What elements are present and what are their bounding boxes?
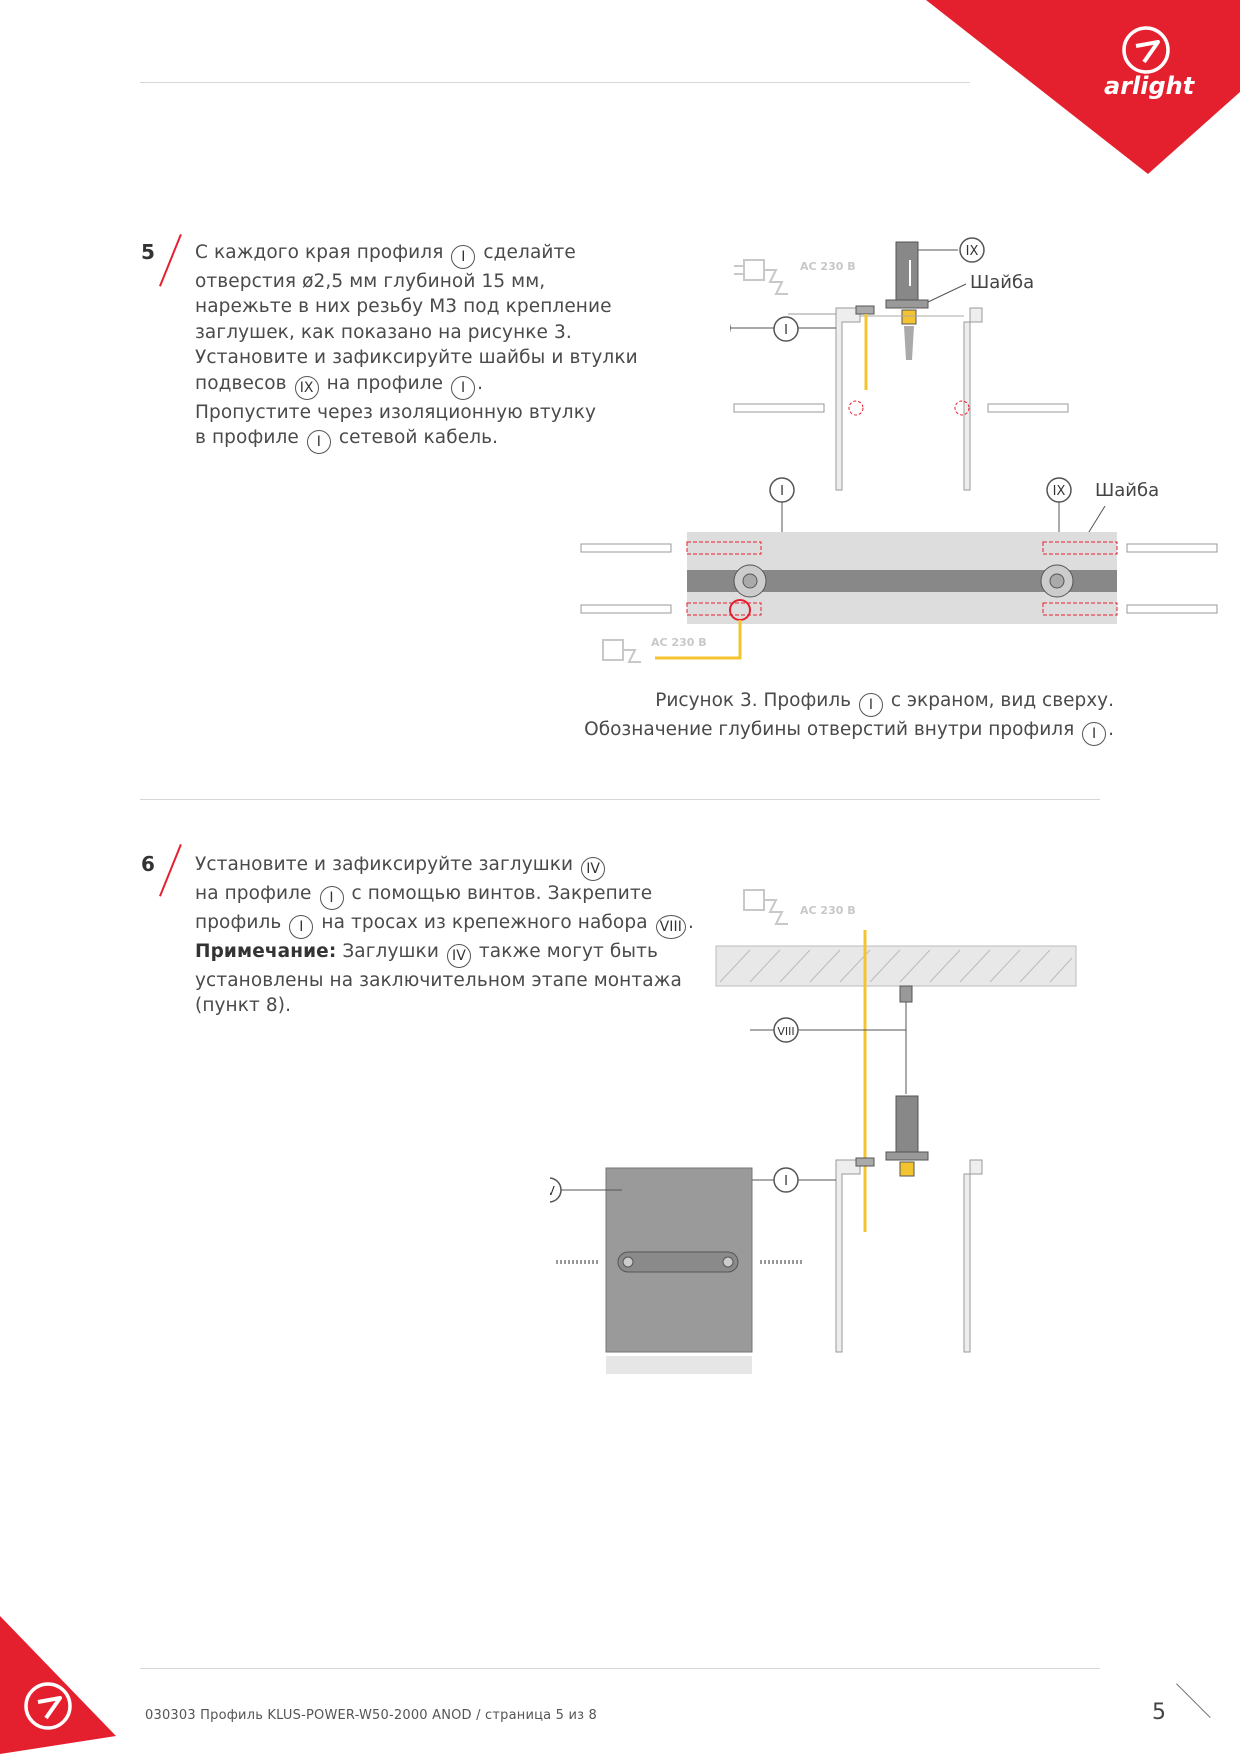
label-viii: VIII: [777, 1025, 794, 1038]
plug-icon: [602, 639, 641, 663]
plug-icon: [734, 259, 788, 295]
logo-icon: [1122, 26, 1170, 74]
text-line: нарежьте в них резьбу М3 под крепление: [195, 296, 612, 318]
fig-profile-side: AC 230 B IX Шайба: [730, 237, 1069, 491]
footer-text: 030303 Профиль KLUS-POWER-W50-2000 ANOD …: [145, 1708, 598, 1723]
step-slash: [159, 234, 182, 287]
text-line: заглушек, как показано на рисунке 3.: [195, 321, 572, 343]
page-slash: [1176, 1683, 1211, 1718]
text-line: С каждого края профиля I сделайте: [195, 240, 638, 269]
text-line: подвесов IX на профиле I.: [195, 371, 638, 400]
fig-profile-top: I IX Шайба AC 230 B: [580, 477, 1218, 663]
text-line: в профиле I сетевой кабель.: [195, 425, 638, 455]
ac-label: AC 230 B: [800, 904, 856, 917]
ac-label: AC 230 B: [651, 636, 707, 649]
section-rule: [140, 799, 1100, 800]
text-line: Пропустите через изоляционную втулку: [195, 401, 597, 423]
page-number: 5: [1152, 1700, 1166, 1725]
label-ix: IX: [966, 244, 979, 259]
fig-suspension: AC 230 B VIII I IV: [550, 889, 1077, 1374]
figure-caption: Рисунок 3. Профиль I с экраном, вид свер…: [584, 688, 1114, 746]
label-i: I: [780, 484, 784, 499]
bottom-rule: [140, 1668, 1100, 1669]
ac-label: AC 230 B: [800, 260, 856, 273]
logo-icon: [24, 1682, 72, 1730]
label-i: I: [784, 1174, 788, 1189]
step-number: 6: [141, 852, 155, 876]
step6-text: Установите и зафиксируйте заглушки IV на…: [195, 854, 694, 1017]
text-line: отверстия ø2,5 мм глубиной 15 мм,: [195, 271, 546, 292]
label-i: I: [784, 323, 788, 338]
brand-corner-bottom: [0, 1616, 116, 1754]
label-iv: IV: [550, 1184, 556, 1198]
top-rule: [140, 82, 970, 83]
logo-text: arlight: [1104, 72, 1196, 100]
plug-icon: [743, 889, 788, 925]
step-number: 5: [141, 240, 155, 264]
label-ix: IX: [1053, 484, 1066, 499]
label-washer: Шайба: [1095, 480, 1159, 501]
text-line: Установите и зафиксируйте шайбы и втулки: [195, 347, 638, 369]
label-washer: Шайба: [970, 272, 1034, 293]
step-slash: [159, 844, 182, 897]
brand-corner: arlight: [926, 0, 1240, 174]
